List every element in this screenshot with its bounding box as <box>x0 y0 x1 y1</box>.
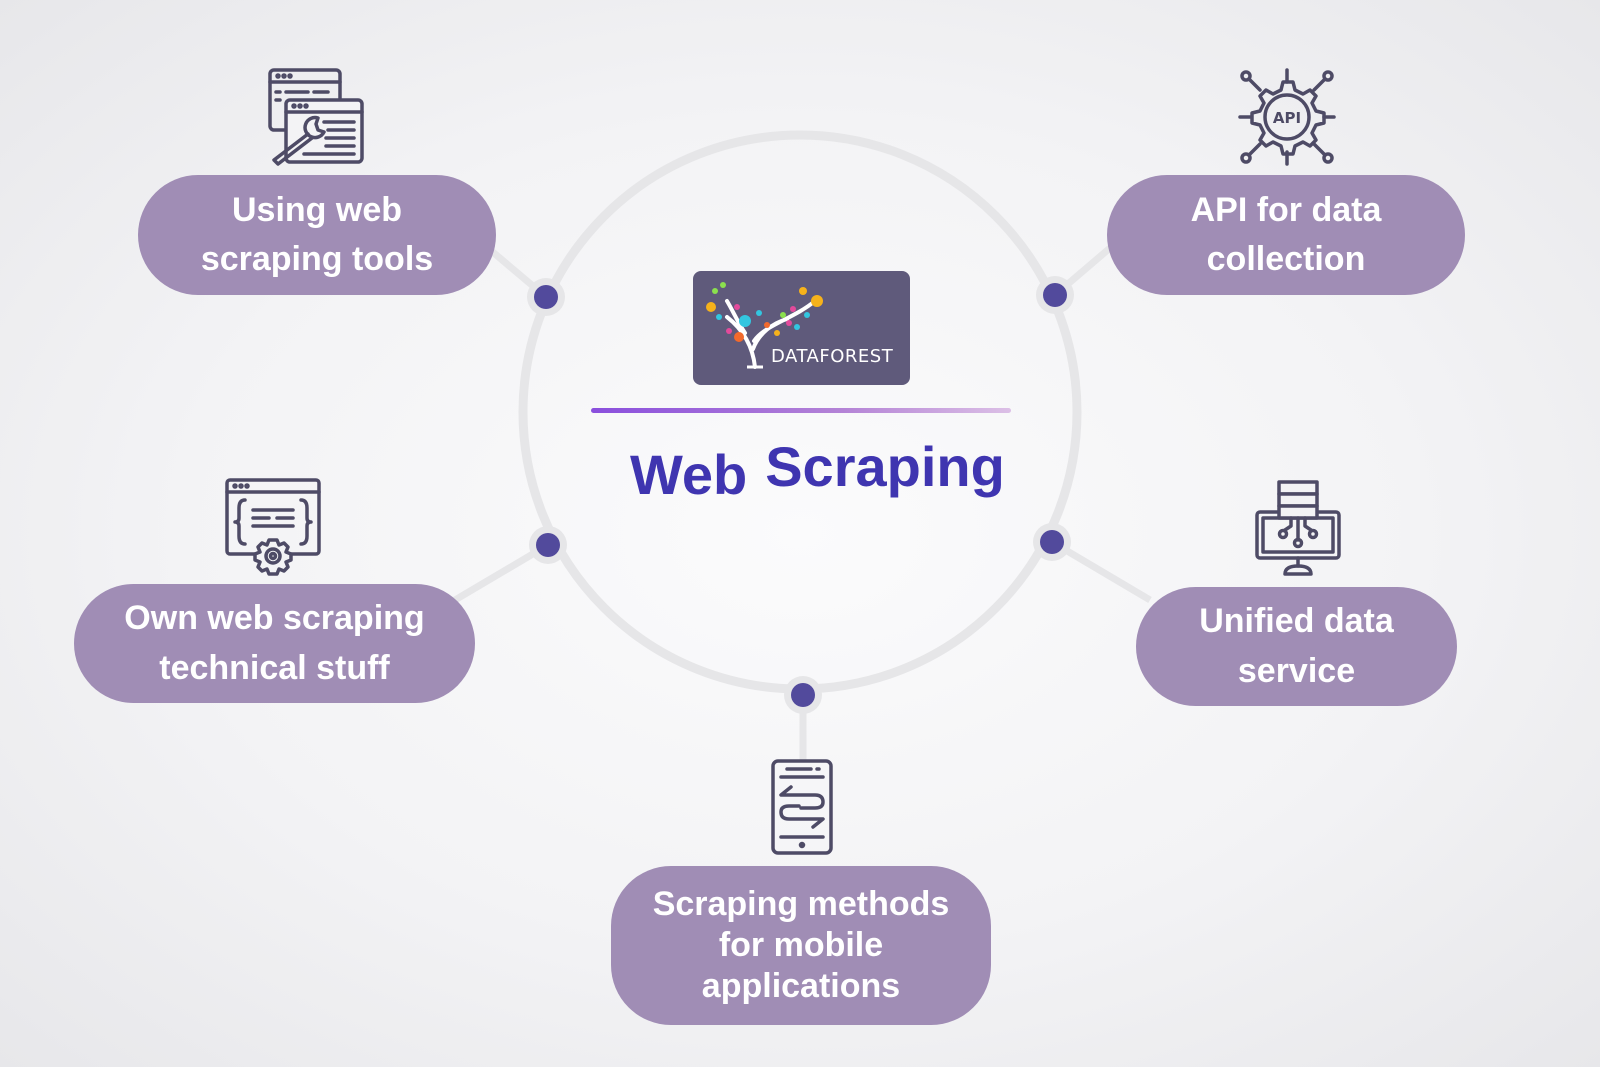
node-label: Unified data service <box>1199 602 1394 690</box>
node-unified-data-service: Unified data service <box>1136 587 1457 706</box>
mobile-sync-icon <box>771 759 833 855</box>
node-label: Using web scraping tools <box>200 190 434 278</box>
api-gear-icon: API <box>1238 68 1336 166</box>
dataforest-logo: DATAFOREST <box>693 271 910 385</box>
node-label: Own web scraping technical stuff <box>124 599 425 687</box>
browser-wrench-icon <box>268 68 364 166</box>
node-label: API for data collection <box>1190 190 1382 278</box>
node-dot-own <box>529 526 567 564</box>
node-api-for-data-collection: API for data collection <box>1107 175 1465 295</box>
database-monitor-icon <box>1255 480 1341 576</box>
tree-icon <box>706 282 823 369</box>
title-divider <box>591 408 1011 413</box>
node-dot-api <box>1036 276 1074 314</box>
node-dot-mobile <box>784 676 822 714</box>
title-word-web: Web <box>630 443 748 506</box>
logo-text: DATAFOREST <box>771 346 894 367</box>
svg-text:API: API <box>1273 109 1301 127</box>
node-scraping-methods-for-mobile-applications: Scraping methods for mobile applications <box>611 866 991 1025</box>
node-label: Scraping methods for mobile applications <box>652 885 950 1005</box>
node-using-web-scraping-tools: Using web scraping tools <box>138 175 496 295</box>
node-dot-unified <box>1033 523 1071 561</box>
code-window-gear-icon <box>225 478 321 576</box>
node-dot-tools <box>527 278 565 316</box>
diagram-title: Web Scraping <box>630 434 1005 506</box>
title-word-scraping: Scraping <box>765 435 1005 498</box>
node-own-web-scraping-technical-stuff: Own web scraping technical stuff <box>74 584 475 703</box>
